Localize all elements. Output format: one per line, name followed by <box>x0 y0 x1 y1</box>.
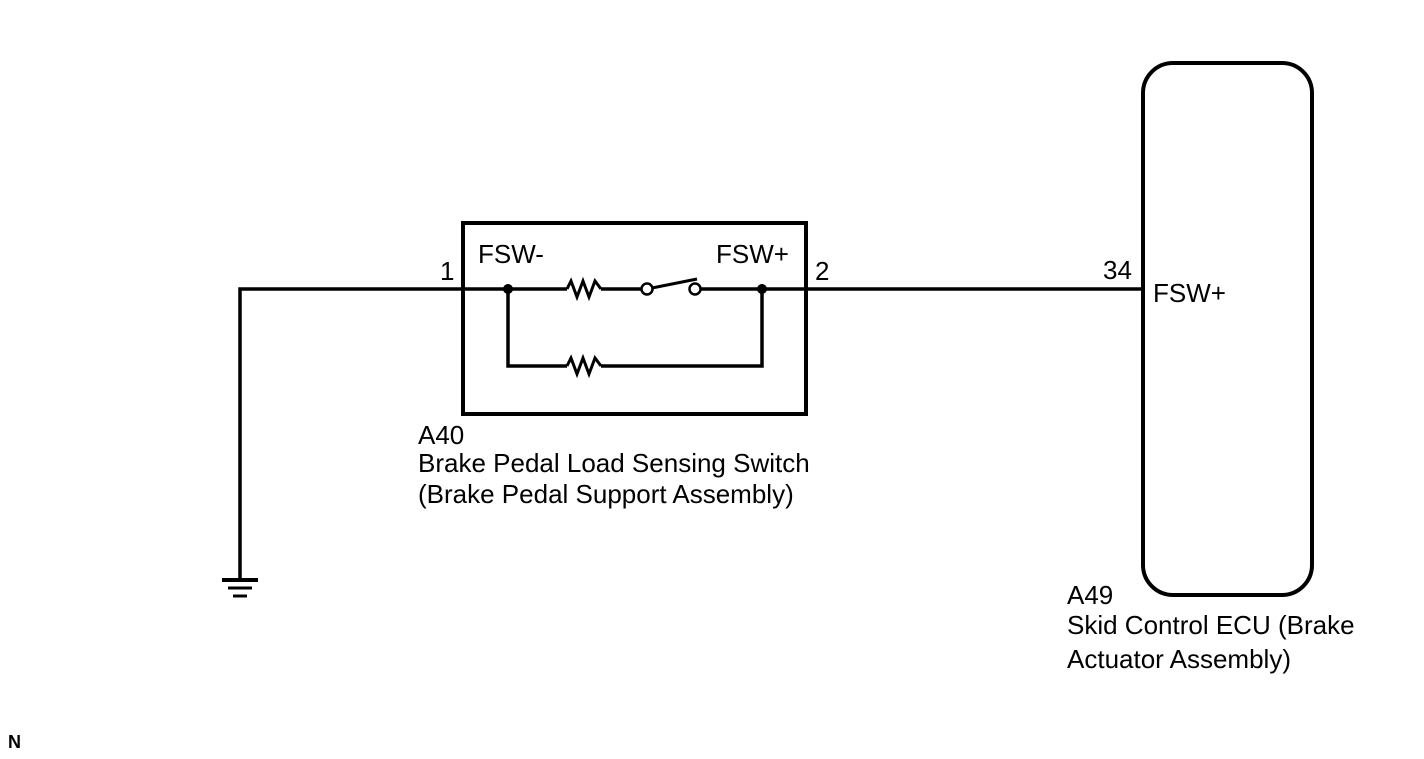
ecu-terminal-label: FSW+ <box>1153 278 1226 308</box>
ground-wire <box>238 287 463 580</box>
ecu-component-code: A49 <box>1067 580 1113 610</box>
switch-component-name-line1: Brake Pedal Load Sensing Switch <box>418 448 810 478</box>
corner-mark: N <box>8 732 21 752</box>
ecu-component-box <box>1141 61 1314 597</box>
resistor-icon <box>565 353 603 379</box>
switch-component-name-line2: (Brake Pedal Support Assembly) <box>418 479 794 509</box>
switch-internal-circuit <box>463 276 806 379</box>
switch-pin-left-label: 1 <box>440 256 454 286</box>
switch-pin-right-label: 2 <box>815 256 829 286</box>
junction-dot-icon <box>503 284 513 294</box>
ecu-pin-label: 34 <box>1103 255 1132 285</box>
ecu-component-name-line1: Skid Control ECU (Brake <box>1067 610 1355 640</box>
ground-icon <box>222 578 258 598</box>
resistor-icon <box>565 276 603 302</box>
switch-open-icon <box>640 277 702 296</box>
junction-dot-icon <box>757 284 767 294</box>
switch-component-code: A40 <box>418 420 464 450</box>
switch-component-box <box>461 221 808 416</box>
switch-terminal-plus-label: FSW+ <box>716 239 789 269</box>
switch-terminal-minus-label: FSW- <box>478 239 544 269</box>
ecu-component-name-line2: Actuator Assembly) <box>1067 644 1291 674</box>
